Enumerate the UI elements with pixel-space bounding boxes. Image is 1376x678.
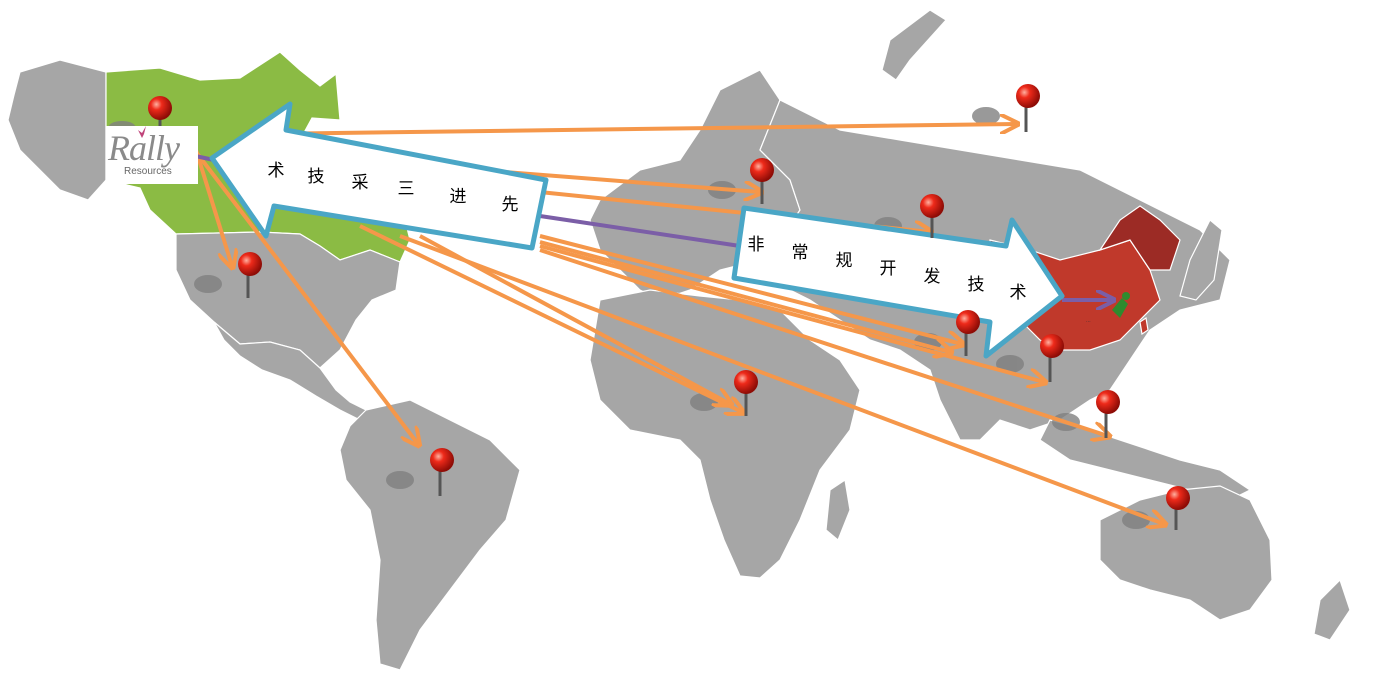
arrow-to-africa xyxy=(359,224,742,412)
pin-south-asia-icon[interactable] xyxy=(956,310,980,356)
pin-africa-icon[interactable] xyxy=(734,370,758,416)
china-north xyxy=(1098,205,1181,271)
china-marker-icon xyxy=(1112,292,1130,318)
company-logo: Rally Resources xyxy=(106,126,198,184)
left-arrow-char-1: 先 xyxy=(502,195,519,215)
new-zealand xyxy=(1313,578,1351,641)
right-arrow-char-2: 常 xyxy=(792,243,809,263)
pin-usa-icon[interactable] xyxy=(238,252,262,298)
right-arrow-char-5: 发 xyxy=(924,267,941,287)
left-arrow-char-3: 三 xyxy=(398,179,415,199)
big-arrow-left: 先 进 三 采 技 术 xyxy=(209,101,549,251)
south-america xyxy=(339,399,521,671)
right-arrow-char-6: 技 xyxy=(968,275,985,295)
logo-leaf-icon xyxy=(138,126,146,138)
right-arrow-char-1: 非 xyxy=(748,235,765,255)
pin-brazil-icon[interactable] xyxy=(430,448,454,496)
arrow-to-south-asia-2 xyxy=(539,240,950,352)
pin-arctic-icon[interactable] xyxy=(1016,84,1040,132)
arrow-to-southeast-asia xyxy=(539,244,1044,382)
arrow-to-south-asia-1 xyxy=(539,234,962,344)
pin-southeast-asia-icon[interactable] xyxy=(1040,334,1064,382)
right-arrow-char-7: 术 xyxy=(1010,283,1027,303)
africa xyxy=(589,289,861,579)
madagascar xyxy=(825,478,851,541)
big-arrow-right: 非 常 规 开 发 技 术 xyxy=(731,205,1065,359)
pin-russia-icon[interactable] xyxy=(920,194,944,238)
pin-indonesia-icon[interactable] xyxy=(1096,390,1120,438)
continents xyxy=(7,9,1351,671)
arrow-to-australia xyxy=(399,234,1164,524)
pin-europe-icon[interactable] xyxy=(750,158,774,204)
logo-sub-text: Resources xyxy=(124,166,172,177)
japan xyxy=(1179,219,1223,301)
arrow-to-usa xyxy=(194,149,232,266)
arrow-to-arctic xyxy=(261,124,1016,136)
pins xyxy=(148,84,1190,530)
arctic-island xyxy=(881,9,947,81)
right-arrow-char-3: 规 xyxy=(836,251,853,271)
purple-link xyxy=(539,214,741,248)
left-arrow-char-4: 采 xyxy=(352,173,369,193)
arrow-to-africa-2 xyxy=(419,234,730,404)
logo-main-text: Rally xyxy=(108,128,180,168)
china-label: ... xyxy=(1086,318,1091,324)
arrow-to-indonesia xyxy=(539,248,1108,436)
right-arrow-char-4: 开 xyxy=(880,259,897,279)
arrow-to-brazil xyxy=(194,150,418,444)
taiwan xyxy=(1139,316,1149,336)
left-arrow-char-2: 进 xyxy=(450,187,467,207)
pin-australia-icon[interactable] xyxy=(1166,486,1190,530)
left-arrow-char-5: 技 xyxy=(308,167,325,187)
left-arrow-char-6: 术 xyxy=(268,161,285,181)
alaska xyxy=(7,59,107,201)
